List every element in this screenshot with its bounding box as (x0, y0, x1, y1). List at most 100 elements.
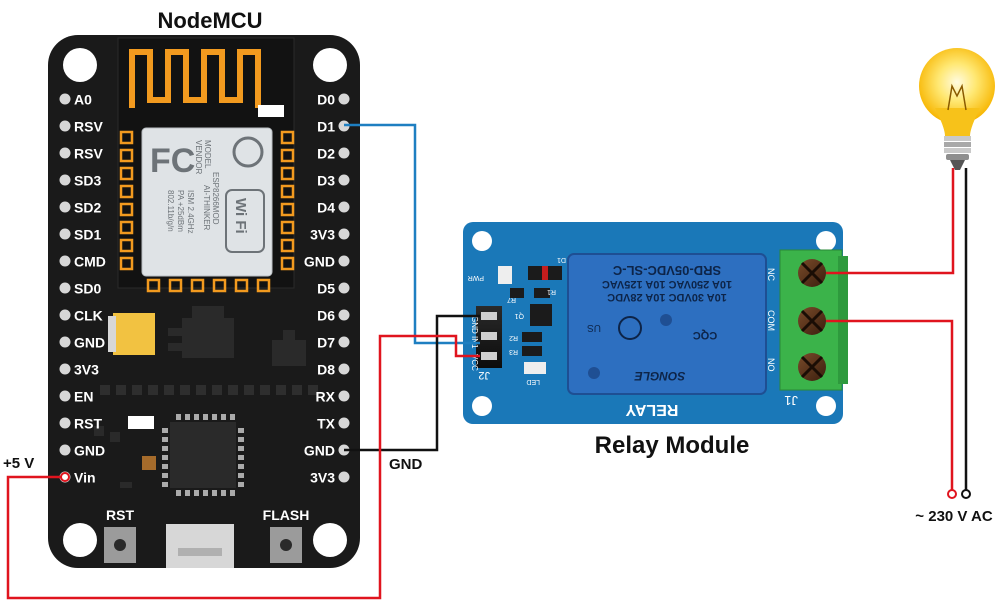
chip-pin (176, 414, 181, 420)
light-bulb-icon (919, 48, 995, 170)
pin-pad (338, 228, 350, 240)
flash-button[interactable] (270, 527, 302, 563)
terminal-screw-com[interactable] (798, 307, 826, 335)
chip-pin (162, 437, 168, 442)
pin-label: D7 (317, 335, 335, 351)
chip-pin (230, 414, 235, 420)
esp-pad (280, 148, 295, 163)
pin-d2-right: D2 (317, 146, 350, 162)
pin-pad (338, 471, 350, 483)
esp-pad (119, 202, 134, 217)
pin-pad (338, 282, 350, 294)
esp-pad (119, 256, 134, 271)
pin-label: TX (317, 416, 336, 432)
pin-pad (59, 390, 71, 402)
board-pad (196, 385, 206, 395)
pin-pad (338, 174, 350, 186)
voltage-regulator (182, 318, 234, 358)
pin-label: SD1 (74, 227, 101, 243)
pin-pad (338, 201, 350, 213)
ac-supply-label: ~ 230 V AC (915, 508, 993, 525)
part-text: ESP8266MOD (211, 172, 220, 225)
board-pad (212, 385, 222, 395)
model-text: MODEL (203, 140, 212, 169)
board-pad (292, 385, 302, 395)
pin-pad (59, 228, 71, 240)
pin-pad (338, 363, 350, 375)
board-pad (180, 385, 190, 395)
pin-sd1-left: SD1 (59, 227, 101, 243)
pin-label: SD2 (74, 200, 101, 216)
mount-hole-bl (63, 523, 97, 557)
pin-clk-left: CLK (59, 308, 103, 324)
pin-a0-left: A0 (59, 92, 92, 108)
pin-tx-right: TX (317, 416, 350, 432)
pin-pad (338, 255, 350, 267)
pin-label: RX (316, 389, 336, 405)
esp-pad (280, 220, 295, 235)
d1-label: D1 (557, 256, 566, 263)
pin-rst-left: RST (59, 416, 102, 432)
esp-pads-left (119, 130, 134, 271)
chip-pin (162, 473, 168, 478)
pin-label: 3V3 (310, 227, 335, 243)
pin-sd2-left: SD2 (59, 200, 101, 216)
pin-pad (59, 363, 71, 375)
flash-button-label: FLASH (263, 507, 310, 523)
pin-pad (338, 93, 350, 105)
pin-label-vcc: VCC (470, 354, 479, 371)
capacitor-yellow (113, 313, 155, 355)
chip-pin (238, 446, 244, 451)
q1-label: Q1 (515, 312, 524, 319)
ul-mark-icon (618, 316, 642, 340)
rst-button[interactable] (104, 527, 136, 563)
wire-signal-d1-in1 (344, 123, 480, 345)
terminal-label-no: NO (766, 358, 776, 372)
terminal-screw-nc[interactable] (798, 259, 826, 287)
usb-uart-chip (170, 422, 236, 488)
chip-pin (185, 490, 190, 496)
board-pad (260, 385, 270, 395)
terminal-label-com: COM (766, 310, 776, 331)
ac-terminal-neutral (961, 489, 971, 499)
r2-label: R2 (509, 334, 518, 341)
board-pad (132, 385, 142, 395)
relay-mount-hole (472, 231, 492, 251)
pin-label-gnd: GND (470, 316, 479, 334)
pin-pad (59, 120, 71, 132)
esp-pad (190, 278, 205, 293)
pin-label: D3 (317, 173, 335, 189)
esp-pad (168, 278, 183, 293)
pin-pad (338, 390, 350, 402)
pin-label: D4 (317, 200, 335, 216)
wifi-logo-box (225, 189, 265, 253)
r1-label: R1 (547, 288, 556, 295)
pin-label: A0 (74, 92, 92, 108)
pad-row (100, 385, 318, 395)
esp-pad (119, 166, 134, 181)
chip-pin (212, 414, 217, 420)
header-pin (481, 312, 497, 320)
terminal-screw-no[interactable] (798, 353, 826, 381)
esp-pad (119, 220, 134, 235)
pin-sd0-left: SD0 (59, 281, 101, 297)
j1-label: J1 (784, 393, 798, 408)
pin-label: GND (74, 335, 105, 351)
esp-pad (119, 148, 134, 163)
pin-d6-right: D6 (317, 308, 350, 324)
chip-pin (212, 490, 217, 496)
pin-label: 3V3 (74, 362, 99, 378)
esp-pad (280, 166, 295, 181)
micro-usb-port[interactable] (166, 524, 234, 568)
board-pad (148, 385, 158, 395)
esp-pad (280, 256, 295, 271)
ai-logo (232, 136, 264, 168)
chip-pin (162, 428, 168, 433)
pwr-label: PWR (468, 274, 484, 281)
relay-us: US (587, 322, 601, 333)
r7-label: R7 (507, 296, 516, 303)
pin-label: RSV (74, 119, 103, 135)
mount-hole-tl (63, 48, 97, 82)
pin-label: D1 (317, 119, 335, 135)
